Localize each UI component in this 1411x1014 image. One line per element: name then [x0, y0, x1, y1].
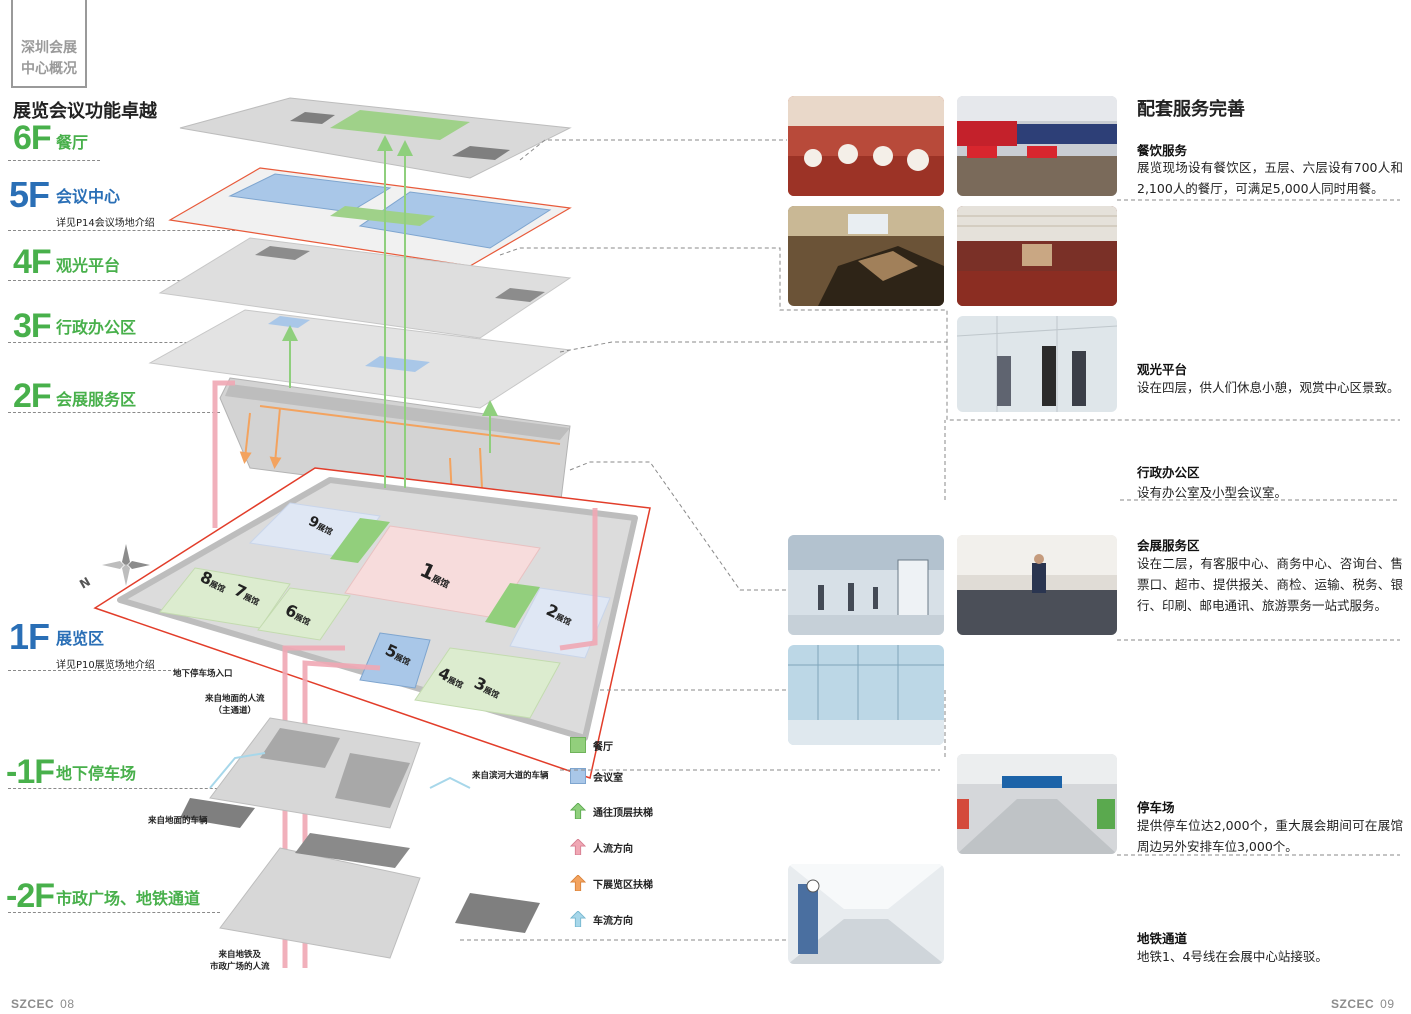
floor-2f-name: 会展服务区 [56, 390, 137, 409]
banquet-hall-photo [788, 96, 944, 196]
annot-metro-people-flow: 来自地铁及 市政广场的人流 [210, 950, 270, 972]
arrow-up-orange-icon [570, 875, 586, 891]
legend-meeting-room: 会议室 [570, 767, 623, 785]
glass-atrium-photo [788, 645, 944, 745]
service-body-dining: 展览现场设有餐饮区，五层、六层设有700人和2,100人的餐厅，可满足5,000… [1137, 160, 1403, 196]
floor-5f-note: 详见P14会议场地介绍 [56, 218, 155, 229]
floor-divider [8, 670, 176, 671]
parking-garage-photo [957, 754, 1117, 854]
footer-left-page: 08 [60, 997, 75, 1011]
arrow-up-lightblue-icon [570, 911, 586, 927]
metro-passage-photo [788, 864, 944, 964]
floor-divider [8, 230, 260, 231]
right-heading: 配套服务完善 [1137, 99, 1245, 120]
service-title-exhibition-services: 会展服务区 [1137, 538, 1200, 553]
legend-escalator-up: 通往顶层扶梯 [570, 802, 653, 820]
service-body-parking: 提供停车位达2,000个，重大展会期间可在展馆周边另外安排车位3,000个。 [1137, 818, 1403, 854]
floor-b1-number: -1F [6, 753, 55, 791]
escalator-up-lines [282, 135, 498, 488]
service-counter-photo [957, 535, 1117, 635]
footer-left-brand: SZCEC [11, 997, 55, 1011]
floor-b2-number: -2F [6, 877, 55, 915]
floor-4f-name: 观光平台 [56, 256, 121, 275]
footer-right: SZCEC 09 [1331, 997, 1395, 1011]
service-title-observation: 观光平台 [1137, 362, 1188, 377]
service-body-admin: 设有办公室及小型会议室。 [1137, 485, 1288, 500]
annot-parking-entrance: 地下停车场入口 [173, 669, 233, 679]
floor-6f-name: 餐厅 [56, 133, 89, 152]
floor-5f-slab [168, 167, 572, 267]
floor-5f-number: 5F [9, 174, 50, 215]
section-tab-line1: 深圳会展 [21, 40, 77, 56]
annot-ground-people-flow: 来自地面的人流 （主通道） [205, 694, 265, 716]
section-tab: 深圳会展 中心概况 [11, 0, 87, 88]
floor-1f-note: 详见P10展览场地介绍 [56, 660, 155, 671]
floor-divider [8, 160, 100, 161]
floor-divider [8, 412, 220, 413]
floor-b2-name: 市政广场、地铁通道 [56, 889, 201, 908]
floor-6f-slab [179, 97, 572, 179]
floor-1f-name: 展览区 [56, 629, 105, 648]
service-body-exhibition-services: 设在二层，有客服中心、商务中心、咨询台、售票口、超市、提供报关、商检、运输、税务… [1137, 556, 1403, 613]
floor-4f-number: 4F [13, 243, 52, 281]
food-court-photo [957, 96, 1117, 196]
service-title-dining: 餐饮服务 [1137, 143, 1188, 158]
floor-divider [8, 788, 238, 789]
auditorium-photo [957, 206, 1117, 306]
floor-divider [8, 280, 260, 281]
section-tab-line2: 中心概况 [21, 61, 77, 77]
legend-vehicle-flow: 车流方向 [570, 910, 633, 928]
service-title-metro: 地铁通道 [1137, 931, 1188, 946]
concourse-photo [788, 535, 944, 635]
legend-people-flow: 人流方向 [570, 838, 633, 856]
annot-ground-vehicles: 来自地面的车辆 [148, 816, 208, 826]
floor-5f-name: 会议中心 [56, 187, 121, 206]
legend-restaurant: 餐厅 [570, 736, 613, 754]
annot-binhe-vehicles: 来自滨河大道的车辆 [472, 771, 549, 781]
floor-divider [8, 912, 220, 913]
vehicle-flow-lines [209, 752, 471, 789]
floor-b1-slab [180, 717, 421, 829]
floor-4f-slab [158, 237, 572, 339]
floor-b2-slab [219, 833, 540, 959]
floor-2f-number: 2F [13, 377, 52, 415]
left-heading: 展览会议功能卓越 [13, 101, 157, 122]
service-body-observation: 设在四层，供人们休息小憩，观赏中心区景致。 [1137, 380, 1400, 395]
floor-6f-number: 6F [13, 119, 52, 157]
service-body-metro: 地铁1、4号线在会展中心站接驳。 [1137, 949, 1328, 964]
service-title-admin: 行政办公区 [1137, 465, 1200, 480]
service-title-parking: 停车场 [1137, 800, 1175, 815]
floor-3f-number: 3F [13, 307, 52, 345]
arrow-up-pink-icon [570, 839, 586, 855]
floor-b1-name: 地下停车场 [56, 764, 137, 783]
compass-icon [102, 544, 150, 586]
arrow-up-green-icon [570, 803, 586, 819]
footer-left: SZCEC 08 [11, 997, 75, 1011]
floor-1f-number: 1F [9, 616, 50, 657]
floor-3f-name: 行政办公区 [56, 318, 137, 337]
footer-right-brand: SZCEC [1331, 997, 1375, 1011]
observation-platform-photo [957, 316, 1117, 412]
floor-3f-slab [148, 309, 572, 409]
meeting-room-photo [788, 206, 944, 306]
floor-divider [8, 342, 238, 343]
legend-escalator-down: 下展览区扶梯 [570, 874, 653, 892]
footer-right-page: 09 [1380, 997, 1395, 1011]
